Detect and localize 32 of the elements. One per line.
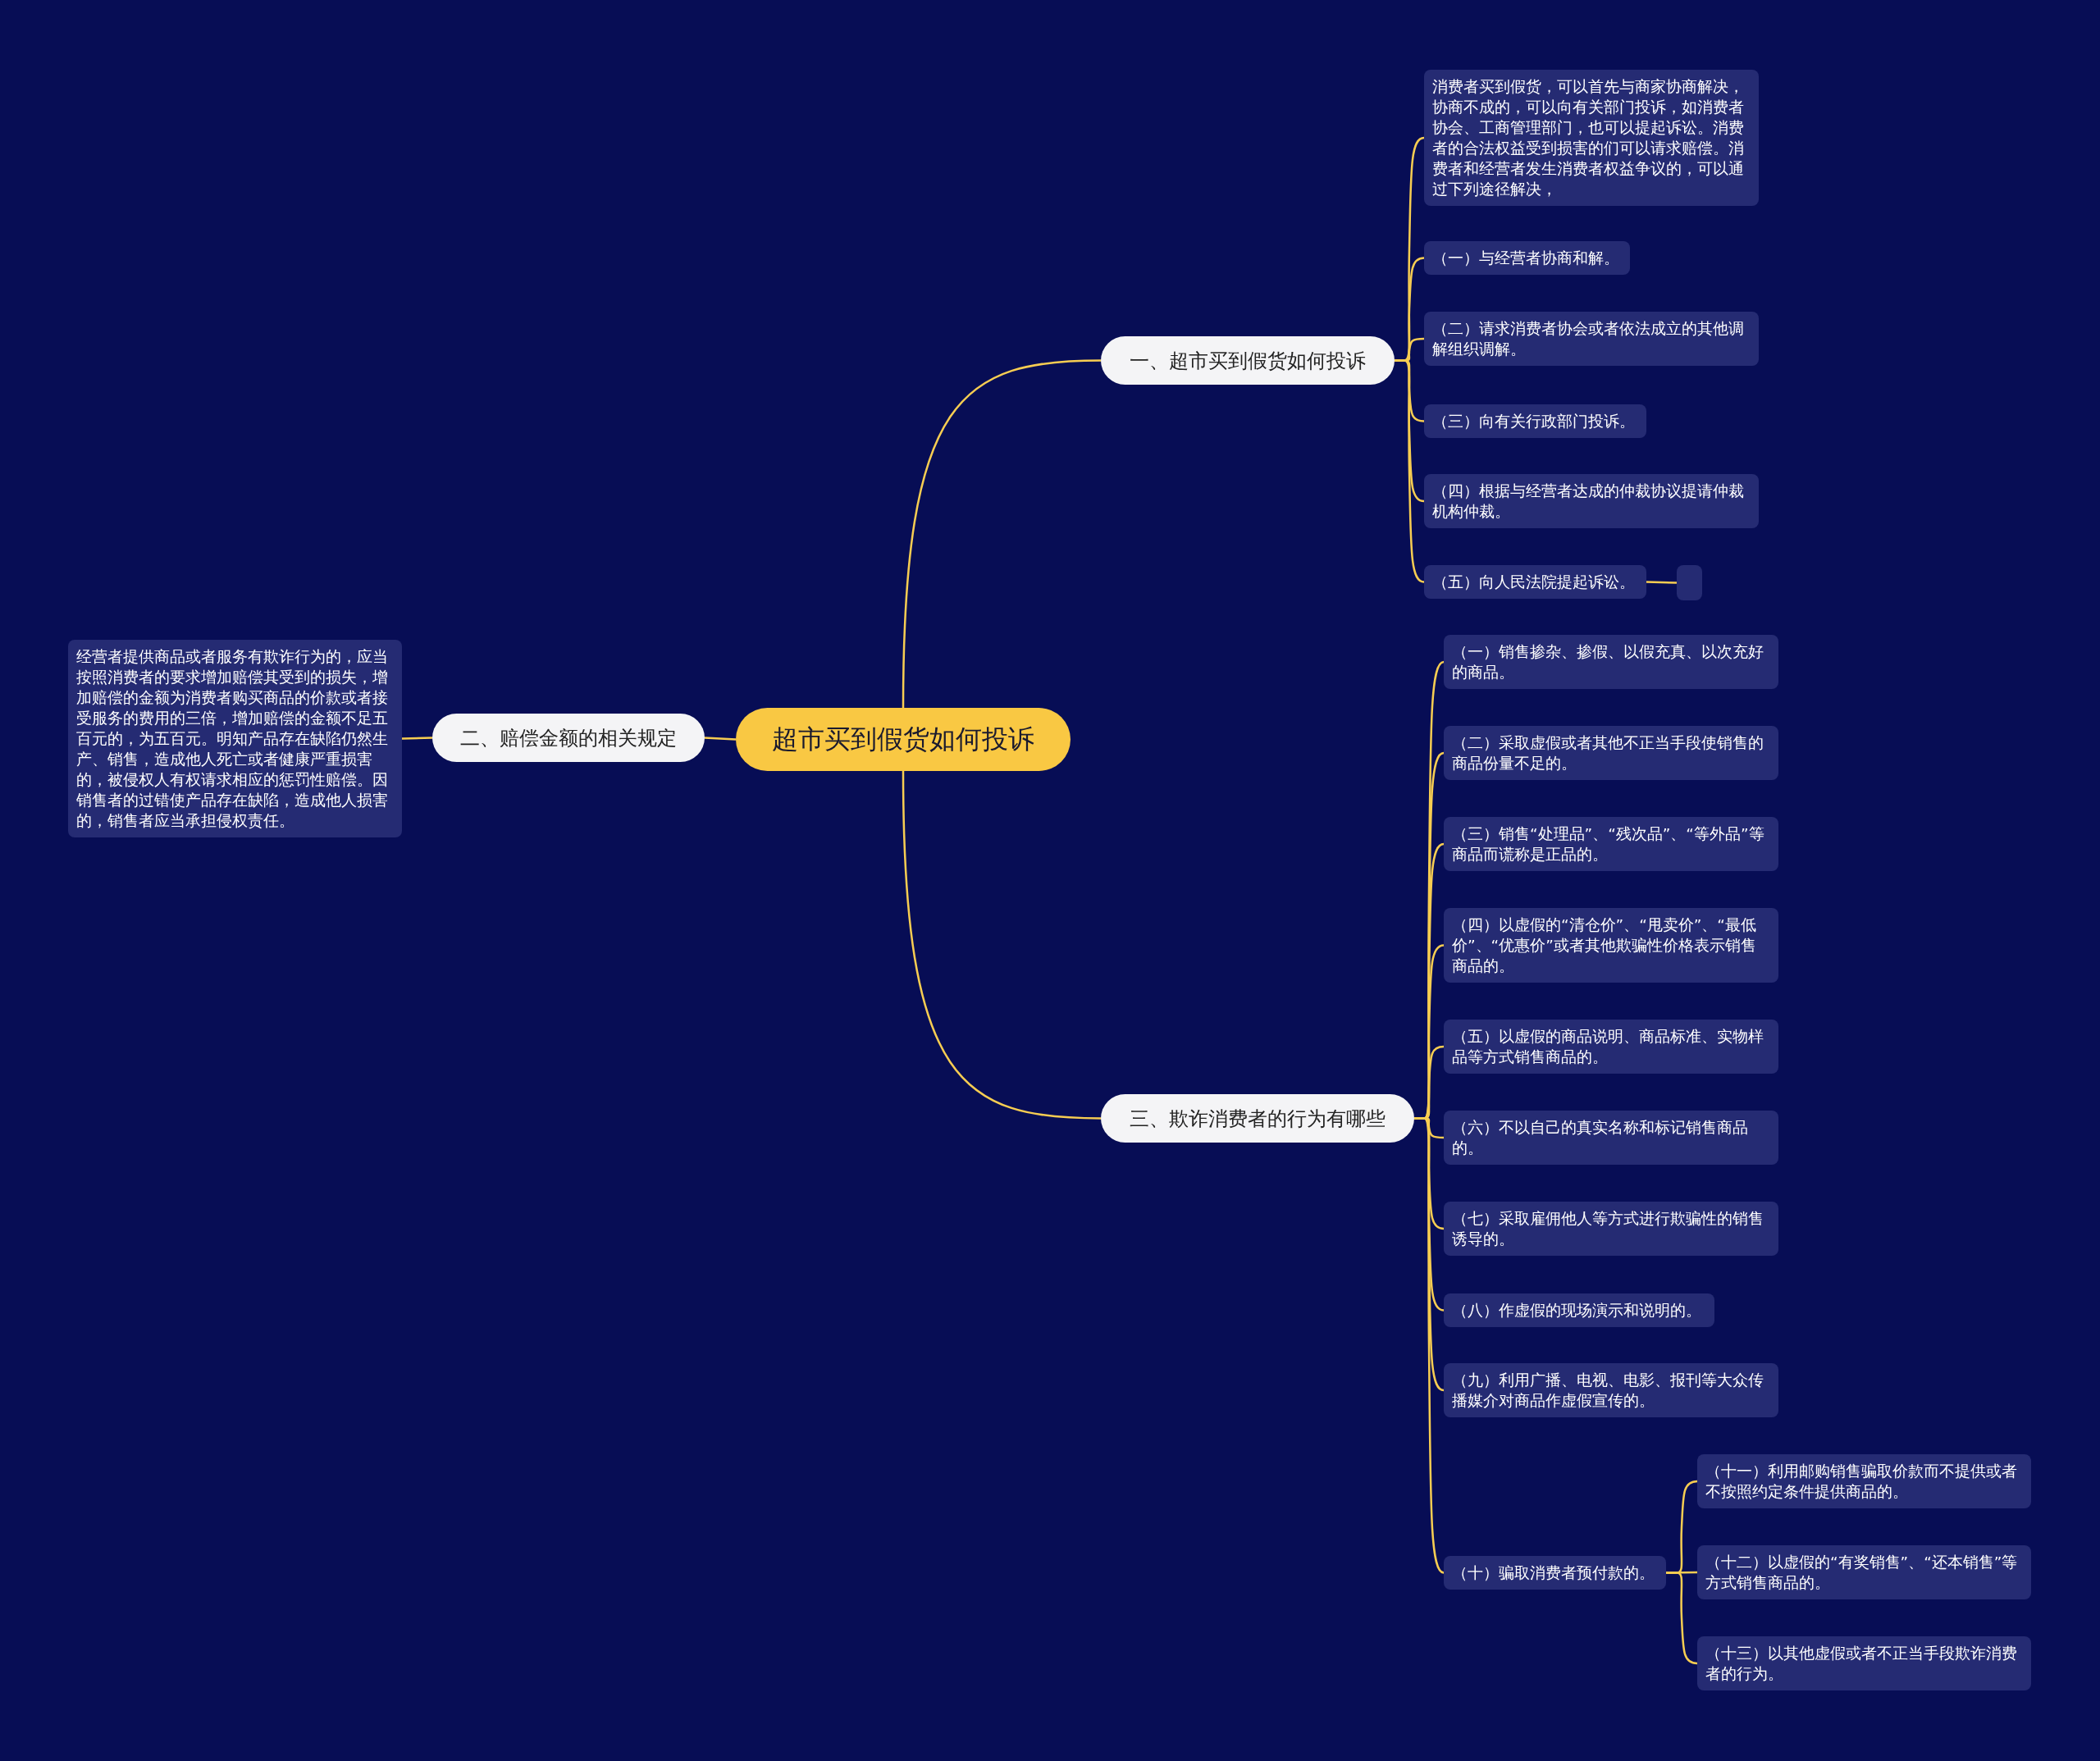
root-topic: 超市买到假货如何投诉 <box>736 708 1071 771</box>
text-card: （六）不以自己的真实名称和标记销售商品的。 <box>1444 1111 1778 1165</box>
branch-topic: 二、赔偿金额的相关规定 <box>432 714 705 762</box>
text-card: （一）销售掺杂、掺假、以假充真、以次充好的商品。 <box>1444 635 1778 689</box>
text-card: （十）骗取消费者预付款的。 <box>1444 1556 1666 1590</box>
branch-topic: 一、超市买到假货如何投诉 <box>1101 336 1395 385</box>
connector-line <box>401 737 433 740</box>
connector-line <box>704 737 737 741</box>
text-card: （五）以虚假的商品说明、商品标准、实物样品等方式销售商品的。 <box>1444 1020 1778 1074</box>
connector-line <box>902 770 1102 1120</box>
connector-line <box>902 359 1102 709</box>
text-card: （三）销售“处理品”、“残次品”、“等外品”等商品而谎称是正品的。 <box>1444 817 1778 871</box>
empty-card <box>1677 565 1702 600</box>
text-card: 经营者提供商品或者服务有欺诈行为的，应当按照消费者的要求增加赔偿其受到的损失，增加赔偿的金额为消费者购买商品的价款或者接受服务的费用的三倍，增加赔偿的金额不足五百元的，为五百元。明知产品存在缺陷仍然生产、销售，造成他人死亡或者健康严重损害的，被侵权人有权请求相应的惩罚性赔偿。因销售者的过错使产品存在缺陷，造成他人损害的，销售者应当承担侵权责任。 <box>68 640 402 837</box>
connector-line <box>1666 1572 1698 1665</box>
text-card: （二）采取虚假或者其他不正当手段使销售的商品份量不足的。 <box>1444 726 1778 780</box>
text-card: （十一）利用邮购销售骗取价款而不提供或者不按照约定条件提供商品的。 <box>1697 1454 2031 1508</box>
text-card: （四）根据与经营者达成的仲裁协议提请仲裁机构仲裁。 <box>1424 474 1759 528</box>
text-card: （二）请求消费者协会或者依法成立的其他调解组织调解。 <box>1424 312 1759 366</box>
connector-line <box>1646 581 1678 584</box>
text-card: 消费者买到假货，可以首先与商家协商解决，协商不成的，可以向有关部门投诉，如消费者协会、工商管理部门，也可以提起诉讼。消费者的合法权益受到损害的们可以请求赔偿。消费者和经营者发生消费者权益争议的，可以通过下列途径解决， <box>1424 70 1759 206</box>
text-card: （四）以虚假的“清仓价”、“甩卖价”、“最低价”、“优惠价”或者其他欺骗性价格表示销售商品的。 <box>1444 908 1778 983</box>
text-card: （一）与经营者协商和解。 <box>1424 241 1630 275</box>
text-card: （三）向有关行政部门投诉。 <box>1424 404 1646 438</box>
text-card: （八）作虚假的现场演示和说明的。 <box>1444 1293 1714 1327</box>
text-card: （十三）以其他虚假或者不正当手段欺诈消费者的行为。 <box>1697 1636 2031 1690</box>
text-card: （九）利用广播、电视、电影、报刊等大众传播媒介对商品作虚假宣传的。 <box>1444 1363 1778 1417</box>
text-card: （五）向人民法院提起诉讼。 <box>1424 565 1646 599</box>
text-card: （七）采取雇佣他人等方式进行欺骗性的销售诱导的。 <box>1444 1202 1778 1256</box>
branch-topic: 三、欺诈消费者的行为有哪些 <box>1101 1094 1414 1143</box>
text-card: （十二）以虚假的“有奖销售”、“还本销售”等方式销售商品的。 <box>1697 1545 2031 1599</box>
connector-line <box>1395 359 1425 583</box>
